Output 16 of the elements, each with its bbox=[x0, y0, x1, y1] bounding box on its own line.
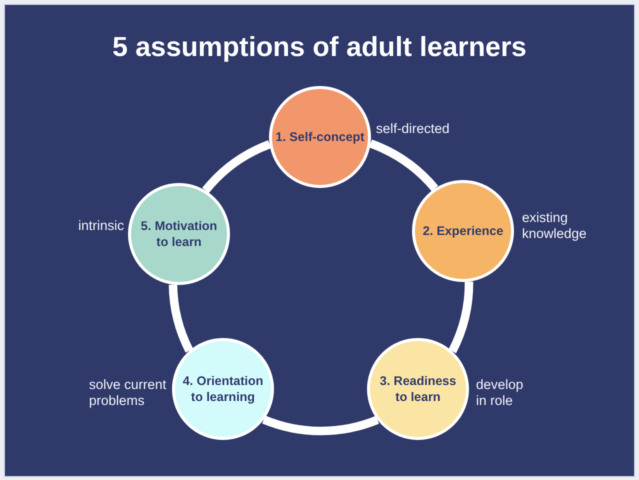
annotation-text: existing knowledge bbox=[522, 210, 588, 242]
step-label: 3. Readiness to learn bbox=[378, 373, 458, 405]
step-label: 2. Experience bbox=[422, 223, 504, 239]
annotation-text: solve current problems bbox=[89, 377, 168, 409]
step-label: 1. Self-concept bbox=[276, 129, 364, 145]
annotation-text: self-directed bbox=[376, 121, 450, 137]
step-label: 5. Motivation to learn bbox=[140, 218, 218, 250]
annotation-text: develop in role bbox=[476, 377, 524, 409]
title: 5 assumptions of adult learners bbox=[111, 30, 528, 64]
annotation-text: intrinsic bbox=[78, 218, 124, 234]
ring-connector bbox=[262, 416, 379, 436]
ring-connector bbox=[168, 284, 194, 352]
ring-connector bbox=[448, 281, 474, 353]
ring-connector bbox=[202, 140, 272, 194]
ring-connector bbox=[368, 140, 438, 192]
step-label: 4. Orientation to learning bbox=[182, 373, 264, 405]
